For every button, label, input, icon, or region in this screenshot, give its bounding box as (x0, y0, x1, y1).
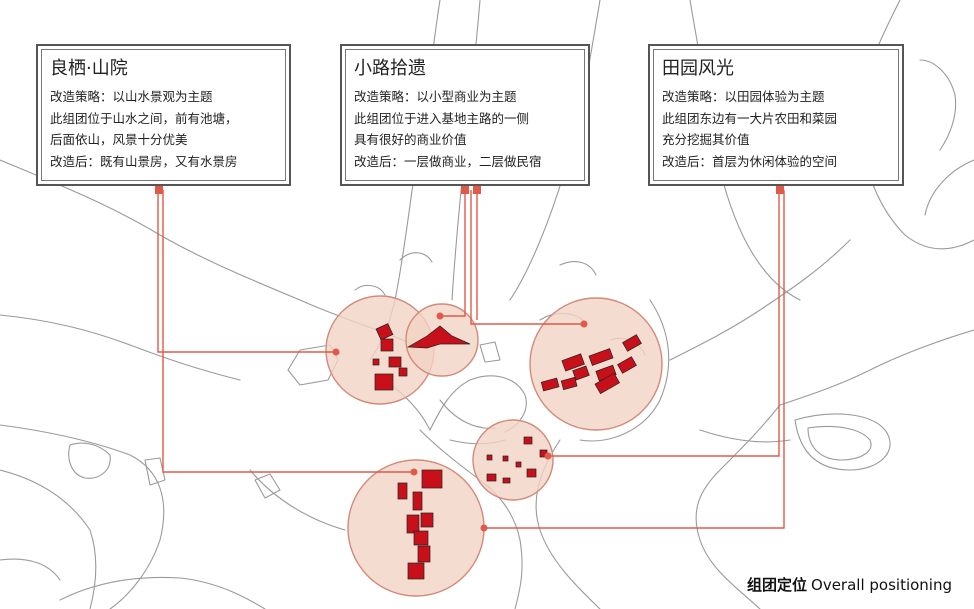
card-line: 后面依山，风景十分优美 (50, 132, 188, 147)
card-line: 具有很好的商业价值 (354, 132, 467, 147)
leader-lines (157, 190, 785, 529)
cluster-card-field: 田园风光 改造策略：以田园体验为主题 此组团东边有一大片农田和菜园 充分挖掘其价… (648, 44, 904, 186)
cluster-card-mountain: 良栖·山院 改造策略：以山水景观为主题 此组团位于山水之间，前有池塘， 后面依山… (36, 44, 291, 186)
cluster-card-lane: 小路拾遗 改造策略：以小型商业为主题 此组团位于进入基地主路的一侧 具有很好的商… (340, 44, 590, 186)
card-title: 小路拾遗 (354, 58, 426, 79)
card-line: 改造策略：以小型商业为主题 (354, 89, 517, 104)
card-line: 改造策略：以山水景观为主题 (50, 89, 213, 104)
leader-field-b (484, 190, 785, 529)
caption-english: Overall positioning (811, 576, 952, 594)
card-line: 改造策略：以田园体验为主题 (662, 89, 825, 104)
card-line: 此组团东边有一大片农田和菜园 (662, 110, 838, 126)
leader-mountain-b (162, 190, 414, 473)
card-line: 此组团位于进入基地主路的一侧 (354, 110, 530, 126)
card-line: 改造后：一层做商业，二层做民宿 (354, 153, 542, 169)
card-line: 充分挖掘其价值 (662, 132, 750, 147)
leader-lane-b (470, 190, 584, 325)
leader-lane-a (440, 190, 466, 317)
card-line: 此组团位于山水之间，前有池塘， (50, 110, 238, 126)
leader-field-a (548, 190, 780, 457)
caption-chinese: 组团定位 (747, 576, 808, 594)
card-title: 田园风光 (662, 58, 734, 79)
card-line: 改造后：既有山景房，又有水景房 (50, 153, 238, 169)
leader-mountain-a (157, 190, 336, 353)
cluster-circle-center (472, 419, 554, 501)
card-line: 改造后：首层为休闲体验的空间 (662, 153, 838, 169)
leader-nodes (155, 186, 784, 532)
cluster-circles (325, 295, 663, 597)
card-title: 良栖·山院 (50, 58, 128, 79)
